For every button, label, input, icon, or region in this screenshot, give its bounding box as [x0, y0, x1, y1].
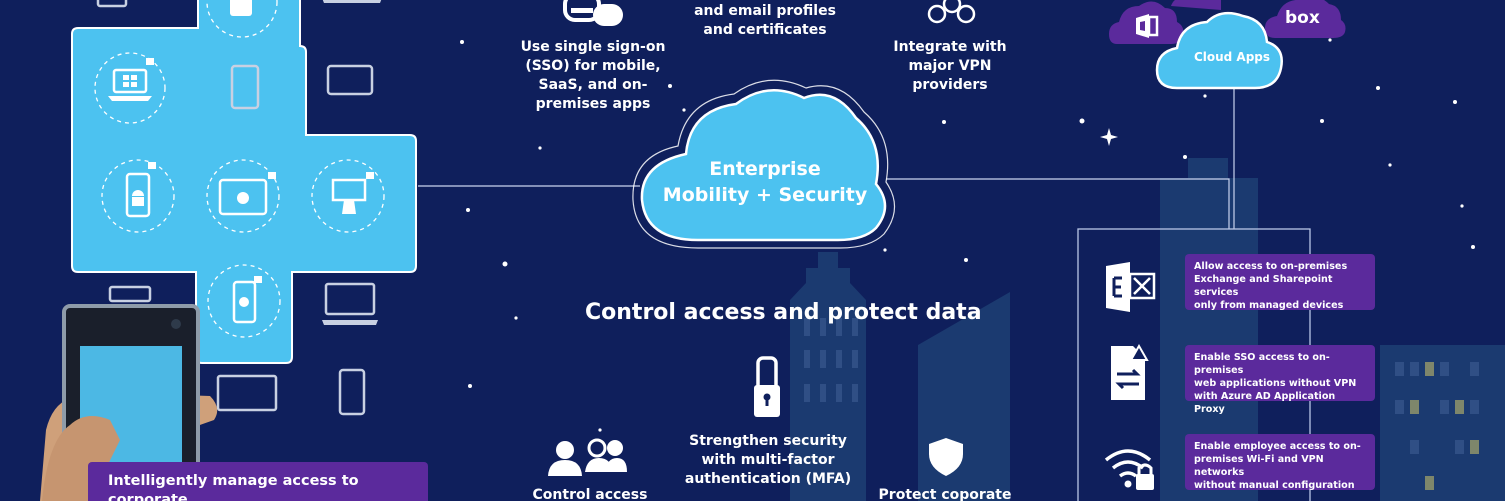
office-logo-icon	[1136, 14, 1159, 38]
sso-key-icon	[563, 0, 623, 26]
cloud-apps-group	[1109, 0, 1346, 90]
control-access-text: Control access	[532, 487, 648, 501]
users-icon	[548, 438, 627, 476]
enterprise-cloud	[632, 79, 896, 249]
device-compliance-banner: Intelligently manage access to corporate…	[88, 462, 428, 501]
ios-tablet-icon	[218, 172, 276, 216]
device-panel	[40, 0, 417, 501]
city-buildings	[790, 158, 1505, 501]
exchange-icon	[1106, 262, 1156, 312]
wifi-vpn-note: Enable employee access to on- premises W…	[1185, 434, 1375, 491]
mfa-lock-icon	[754, 356, 780, 417]
desktop-monitor-icon	[331, 172, 374, 214]
shield-icon	[929, 438, 963, 476]
stars	[460, 38, 1475, 432]
sparkle-star	[1100, 128, 1118, 146]
vpn-feature-text: Integrate with major VPN providers	[893, 39, 1007, 93]
sso-feature-text: Use single sign-on (SSO) for mobile, Saa…	[520, 39, 666, 112]
ios-phone-icon	[232, 276, 262, 324]
profiles-feature-text: and email profiles and certificates	[694, 3, 836, 38]
vpn-icon	[927, 0, 976, 24]
windows-laptop-icon	[108, 58, 154, 101]
exchange-access-note: Allow access to on-premises Exchange and…	[1185, 254, 1375, 311]
mfa-feature-text: Strengthen security with multi-factor au…	[684, 433, 852, 487]
wifi-lock-icon	[1104, 449, 1154, 490]
protect-data-text: Protect coporate	[878, 487, 1012, 501]
app-proxy-note: Enable SSO access to on-premises web app…	[1185, 345, 1375, 415]
enterprise-cloud-label: Enterprise Mobility + Security	[662, 158, 868, 206]
section-heading: Control access and protect data	[585, 300, 982, 325]
unmanaged-devices	[96, 0, 376, 416]
app-proxy-icon	[1111, 344, 1149, 400]
box-logo-icon: box	[1285, 8, 1320, 28]
cloud-apps-label: Cloud Apps	[1193, 50, 1271, 64]
android-phone-icon	[125, 162, 156, 218]
